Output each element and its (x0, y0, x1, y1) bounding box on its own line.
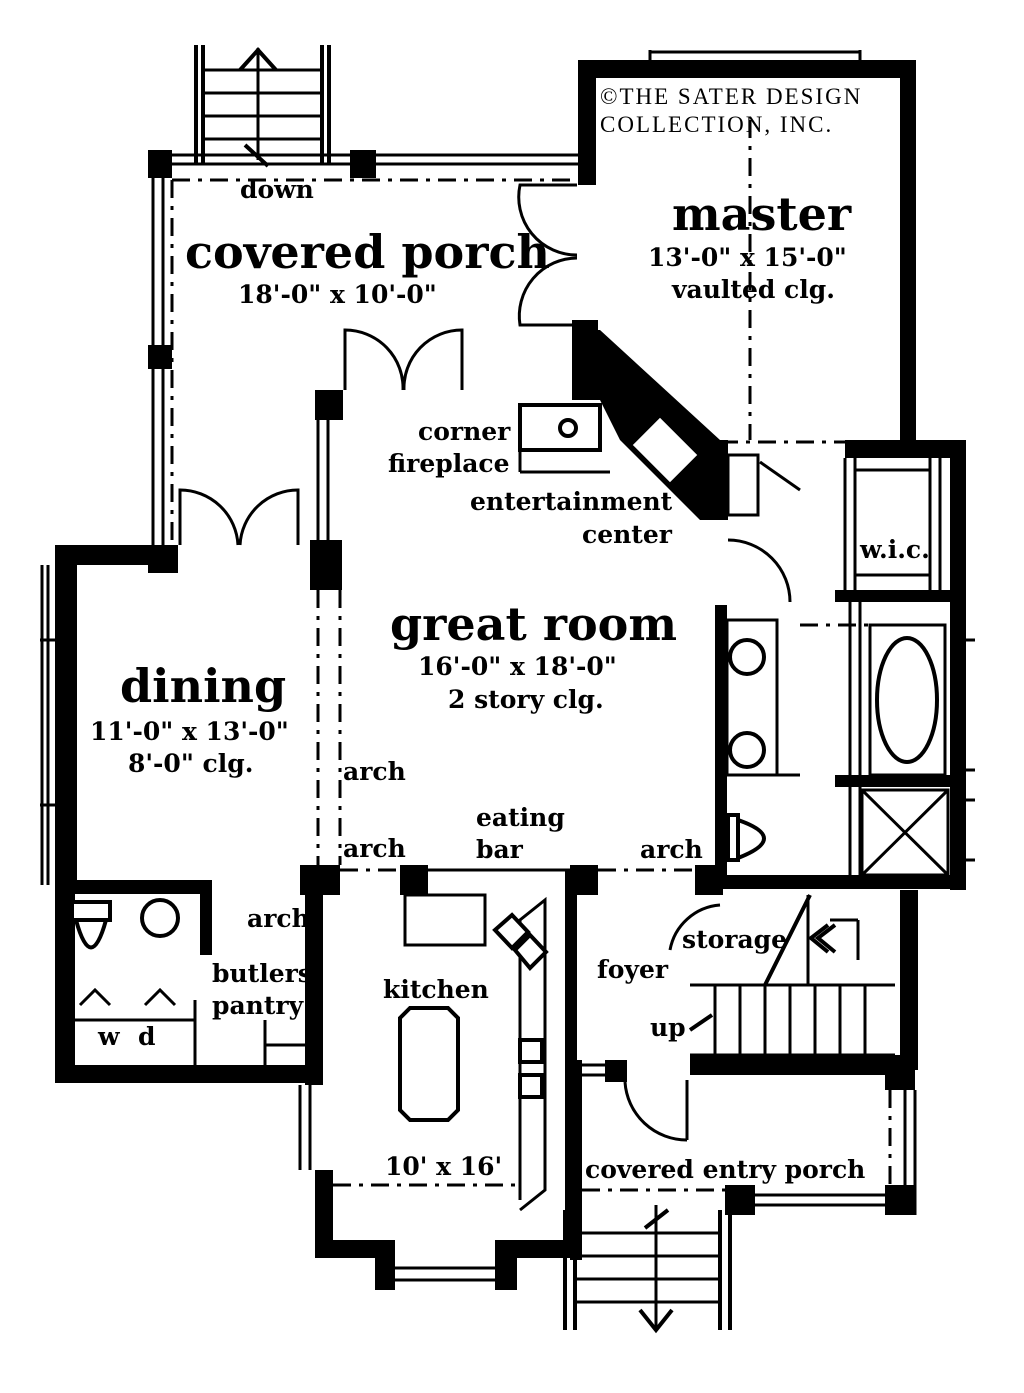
arch-label-foyer: arch (640, 835, 703, 864)
dryer-label: d (138, 1022, 155, 1051)
covered-porch-dims: 18'-0" x 10'-0" (238, 280, 437, 309)
great-room-name: great room (390, 597, 677, 651)
great-room-dims: 16'-0" x 18'-0" (418, 652, 617, 681)
washer-label: w (97, 1022, 121, 1051)
corner-fireplace-line-1: corner (418, 417, 511, 446)
rear-stairs-down-label: down (240, 175, 314, 204)
walls (40, 50, 975, 1334)
stairs-up-label: up (650, 1013, 686, 1042)
wic-label: w.i.c. (859, 535, 930, 564)
master-name: master (672, 187, 852, 241)
dining-ceiling: 8'-0" clg. (128, 749, 253, 778)
kitchen-name: kitchen (383, 975, 489, 1004)
copyright-line-1: ©THE SATER DESIGN (600, 84, 862, 109)
kitchen-dims: 10' x 16' (385, 1152, 502, 1181)
foyer-name: foyer (597, 955, 669, 984)
great-room-ceiling: 2 story clg. (448, 685, 604, 714)
butlers-pantry-line-2: pantry (212, 991, 305, 1020)
master-ceiling: vaulted clg. (671, 275, 835, 304)
eating-bar-line-2: bar (476, 835, 524, 864)
arch-label-dining-side: arch (343, 757, 406, 786)
dining-name: dining (120, 659, 286, 713)
rear-stairs (194, 45, 331, 168)
covered-porch-name: covered porch (185, 225, 550, 279)
eating-bar-line-1: eating (476, 803, 565, 832)
corner-fireplace-line-2: fireplace (388, 449, 510, 478)
entertainment-center-line-1: entertainment (470, 487, 673, 516)
dining-dims: 11'-0" x 13'-0" (90, 717, 289, 746)
master-dims: 13'-0" x 15'-0" (648, 243, 847, 272)
doors (178, 183, 801, 1142)
butlers-pantry-line-1: butlers (212, 959, 312, 988)
arch-label-kitchen-left: arch (343, 834, 406, 863)
copyright-line-2: COLLECTION, INC. (600, 112, 833, 137)
covered-entry-porch-name: covered entry porch (585, 1155, 865, 1184)
entertainment-center-line-2: center (582, 520, 673, 549)
storage-label: storage (682, 925, 787, 954)
arch-label-pantry: arch (247, 904, 310, 933)
